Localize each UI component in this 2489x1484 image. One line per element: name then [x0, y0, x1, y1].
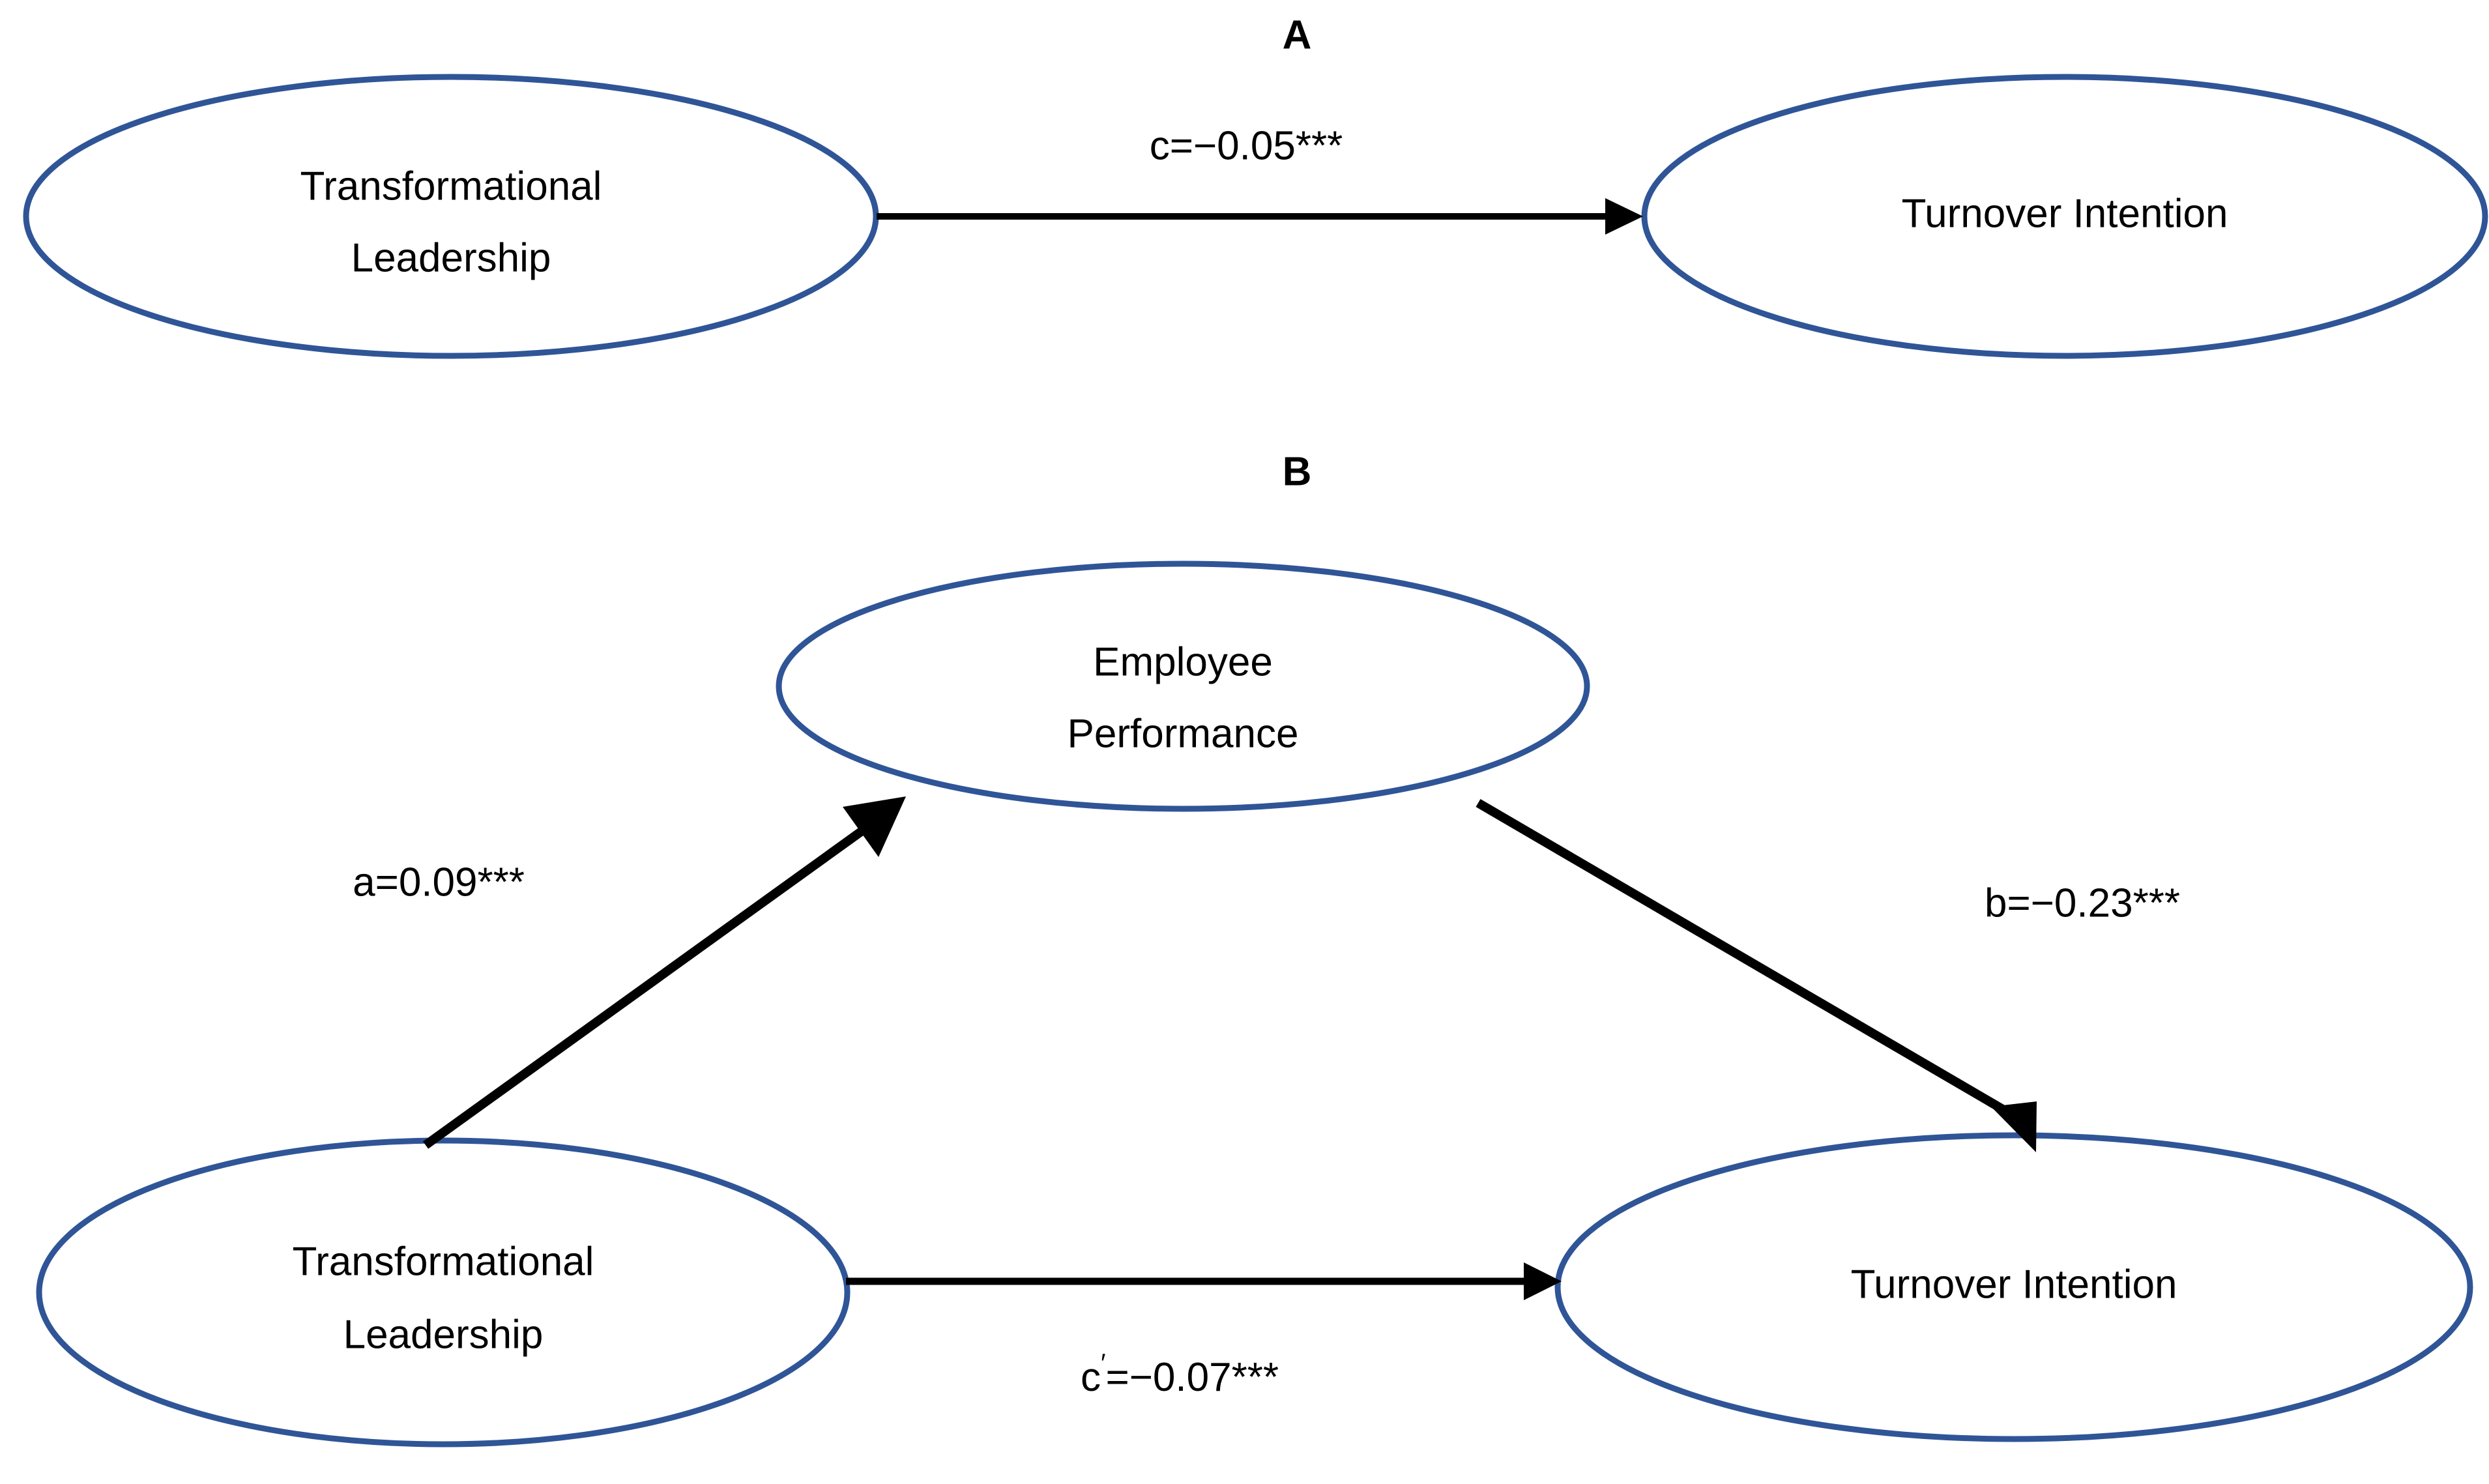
node-transformational-leadership-b-line1: Transformational [293, 1239, 594, 1284]
panel-b-group: B Employee Performance Transformational … [36, 449, 2473, 1448]
node-turnover-intention-b[interactable] [1554, 1132, 2473, 1442]
path-a-arrowhead [843, 796, 906, 857]
node-employee-performance[interactable] [776, 560, 1590, 812]
node-transformational-leadership-b[interactable] [36, 1137, 851, 1448]
node-employee-performance-line1: Employee [1093, 639, 1273, 684]
path-cprime-label: c′=−0.07*** [1081, 1349, 1279, 1401]
node-employee-performance-line2: Performance [1068, 711, 1299, 756]
path-b-arrowhead [1991, 1101, 2037, 1152]
path-cprime-label-main: c [1081, 1355, 1101, 1400]
node-transformational-leadership-a-line1: Transformational [300, 164, 602, 209]
node-turnover-intention-a[interactable] [1641, 74, 2488, 359]
node-turnover-intention-b-line1: Turnover Intention [1851, 1262, 2177, 1307]
path-a-label: a=0.09*** [353, 860, 525, 905]
node-transformational-leadership-b-line2: Leadership [343, 1312, 544, 1357]
path-cprime-label-prime: ′ [1101, 1349, 1106, 1378]
node-transformational-leadership-a[interactable] [23, 74, 879, 359]
path-cprime-label-rest: =−0.07*** [1106, 1355, 1279, 1400]
node-transformational-leadership-a-line2: Leadership [351, 235, 551, 280]
path-c-label: c=−0.05*** [1150, 123, 1343, 168]
panel-a-group: A Transformational Leadership Turnover I… [23, 12, 2488, 359]
path-b-line [1476, 798, 2016, 1120]
panel-b-label: B [1283, 449, 1312, 494]
path-cprime-arrowhead [1524, 1262, 1562, 1300]
path-b-label: b=−0.23*** [1985, 880, 2180, 925]
path-a-line [422, 809, 890, 1149]
path-c-arrowhead [1605, 198, 1643, 235]
panel-a-label: A [1283, 12, 1312, 57]
node-turnover-intention-a-line1: Turnover Intention [1902, 191, 2228, 236]
